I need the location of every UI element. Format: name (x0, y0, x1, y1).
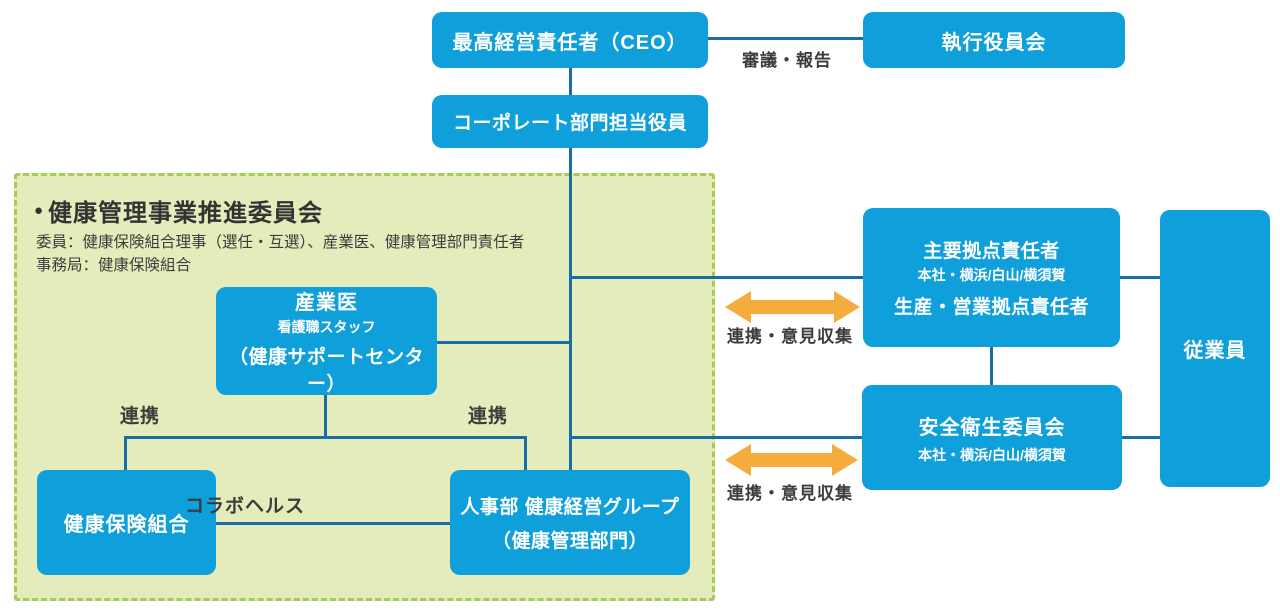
connector-corporate-trunk (569, 146, 572, 472)
label-cooperation-feedback-bottom: 連携・意見収集 (727, 484, 853, 503)
connector-sitemanagers-safety (990, 345, 993, 387)
arrow-shaft (748, 453, 835, 467)
site-managers-line1: 主要拠点責任者 (923, 241, 1060, 262)
employees-label: 従業員 (1183, 340, 1247, 362)
connector-sitemanagers-employees (1118, 276, 1162, 279)
physician-staff: 看護職スタッフ (277, 319, 376, 335)
connector-ceo-execboard (708, 37, 863, 40)
label-cooperation-right: 連携 (467, 406, 508, 427)
safety-committee-line2: 本社・横浜/白山/横須賀 (918, 446, 1066, 463)
physician-center: （健康サポートセンター） (228, 347, 424, 395)
node-main-site-managers: 主要拠点責任者 本社・横浜/白山/横須賀 生産・営業拠点責任者 (863, 208, 1120, 347)
node-ceo: 最高経営責任者（CEO） (432, 12, 708, 68)
site-managers-line3: 生産・営業拠点責任者 (893, 297, 1089, 318)
connector-safety-employees (1120, 436, 1162, 439)
node-employees: 従業員 (1160, 210, 1270, 487)
connector-collabo-health (214, 522, 452, 525)
connector-trunk-safetycommittee (570, 436, 862, 439)
connector-ceo-corporate (569, 66, 572, 97)
node-corporate-officer-label: コーポレート部門担当役員 (452, 113, 687, 134)
node-executive-board-label: 執行役員会 (941, 31, 1047, 54)
connector-trunk-sitemanagers (570, 276, 863, 279)
hr-group-line1: 人事部 健康経営グループ (460, 497, 680, 518)
label-cooperation-left: 連携 (119, 406, 160, 427)
committee-secretariat-line: 事務局：健康保険組合 (36, 257, 192, 274)
connector-physician-down (324, 393, 327, 439)
node-executive-board: 執行役員会 (863, 12, 1125, 68)
connector-drop-insurance (124, 436, 127, 472)
node-health-insurance-union: 健康保険組合 (37, 470, 216, 575)
node-occupational-physician: 産業医 看護職スタッフ （健康サポートセンター） (216, 287, 437, 395)
site-managers-line2: 本社・横浜/白山/横須賀 (917, 267, 1066, 283)
label-collabo-health: コラボヘルス (184, 496, 305, 517)
double-arrow-icon-top (725, 291, 860, 323)
node-ceo-label: 最高経営責任者（CEO） (452, 31, 688, 54)
health-insurance-label: 健康保険組合 (63, 514, 190, 536)
physician-title: 産業医 (295, 292, 358, 314)
connector-drop-hr (524, 436, 527, 472)
safety-committee-line1: 安全衛生委員会 (918, 416, 1066, 439)
node-safety-health-committee: 安全衛生委員会 本社・横浜/白山/横須賀 (862, 385, 1122, 490)
label-cooperation-feedback-top: 連携・意見収集 (727, 327, 853, 346)
hr-group-line2: （健康管理部門） (491, 531, 648, 552)
arrow-shaft (748, 300, 837, 314)
node-corporate-officer: コーポレート部門担当役員 (432, 95, 708, 148)
committee-members-line: 委員：健康保険組合理事（選任・互選）、産業医、健康管理部門責任者 (36, 234, 525, 251)
committee-panel-description: 委員：健康保険組合理事（選任・互選）、産業医、健康管理部門責任者 事務局：健康保… (36, 231, 524, 277)
node-hr-group: 人事部 健康経営グループ （健康管理部門） (450, 470, 690, 575)
label-deliberation-report: 審議・報告 (742, 51, 832, 70)
connector-physician-trunk (436, 341, 572, 344)
committee-title-text: 健康管理事業推進委員会 (48, 200, 324, 227)
bullet-icon: ● (34, 202, 45, 219)
committee-panel-title: ● 健康管理事業推進委員会 (34, 193, 323, 228)
double-arrow-icon-bottom (725, 444, 858, 476)
